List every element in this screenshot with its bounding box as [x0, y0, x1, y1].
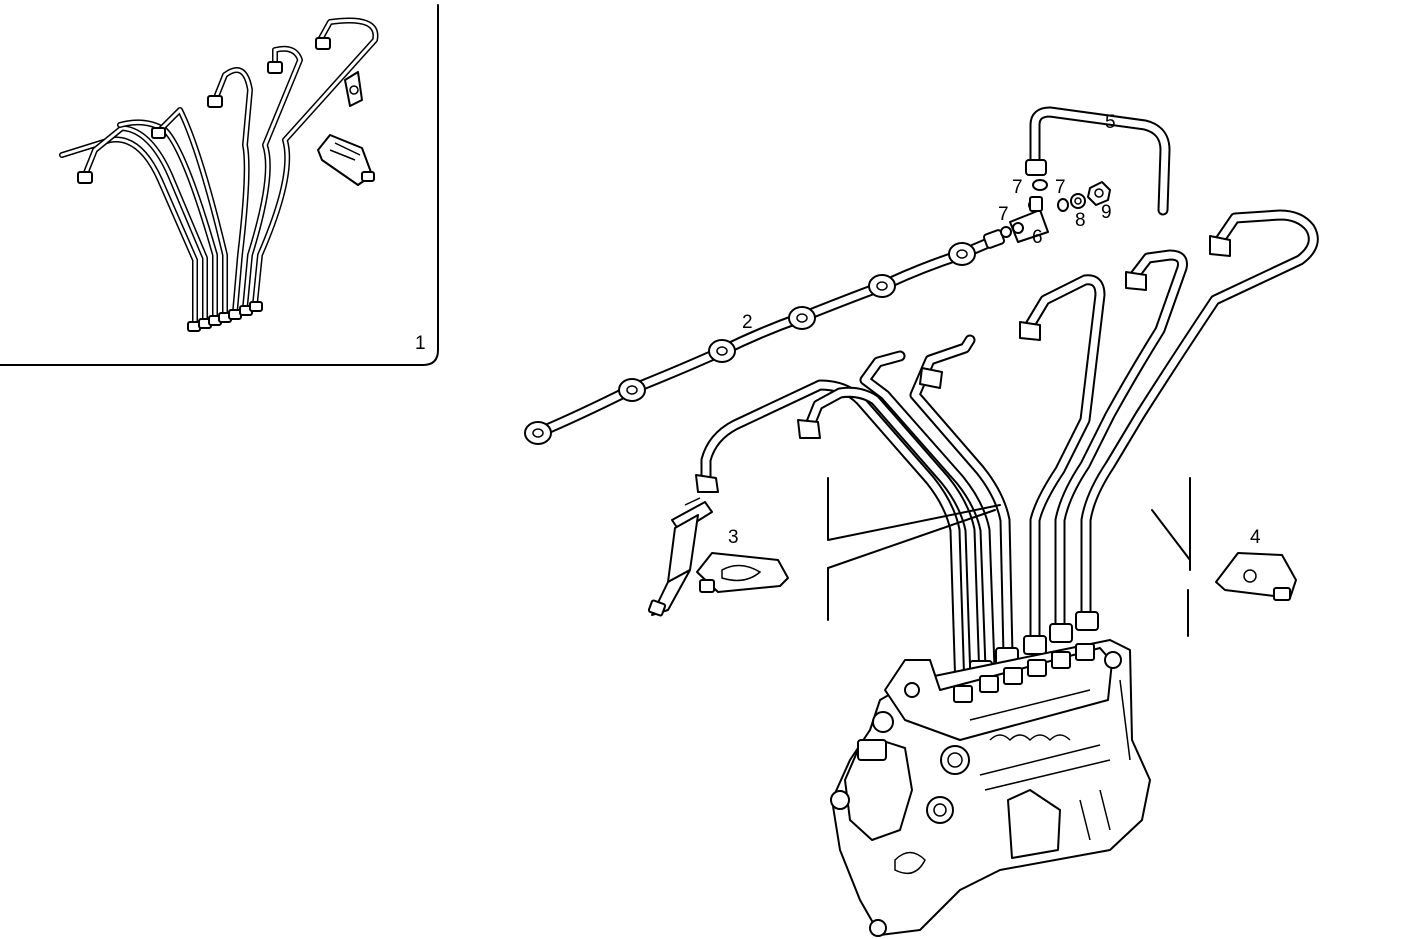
callout-7-lower: 7: [998, 204, 1009, 225]
callout-1: 1: [415, 333, 426, 354]
callout-3: 3: [728, 527, 739, 548]
callout-7-upper-right: 7: [1055, 177, 1066, 198]
inset-clamp-large: [317, 134, 375, 186]
injector: [647, 497, 713, 617]
callout-2: 2: [742, 312, 753, 333]
callout-5: 5: [1105, 112, 1116, 133]
callout-9: 9: [1101, 202, 1112, 223]
detail-lines: [827, 477, 1191, 637]
leak-off-rail: 2: [524, 229, 1006, 445]
injection-pump: [830, 639, 1151, 937]
inset-pipe-bundle: [59, 17, 379, 332]
banjo-fittings: [524, 229, 1006, 445]
inset-clamp-small: [344, 71, 363, 107]
callout-6: 6: [1032, 227, 1043, 248]
return-pipe: 5: [1025, 106, 1171, 216]
clamp-3: 3: [696, 527, 789, 593]
callout-8: 8: [1075, 210, 1086, 231]
inset-panel: 1: [0, 4, 439, 366]
tee-fitting-assembly: 6 7 7 7 8 9: [998, 177, 1112, 248]
injection-pipes: [695, 209, 1319, 696]
callout-7-upper-left: 7: [1012, 177, 1023, 198]
callout-4: 4: [1250, 527, 1261, 548]
clamp-4: 4: [1215, 527, 1297, 601]
